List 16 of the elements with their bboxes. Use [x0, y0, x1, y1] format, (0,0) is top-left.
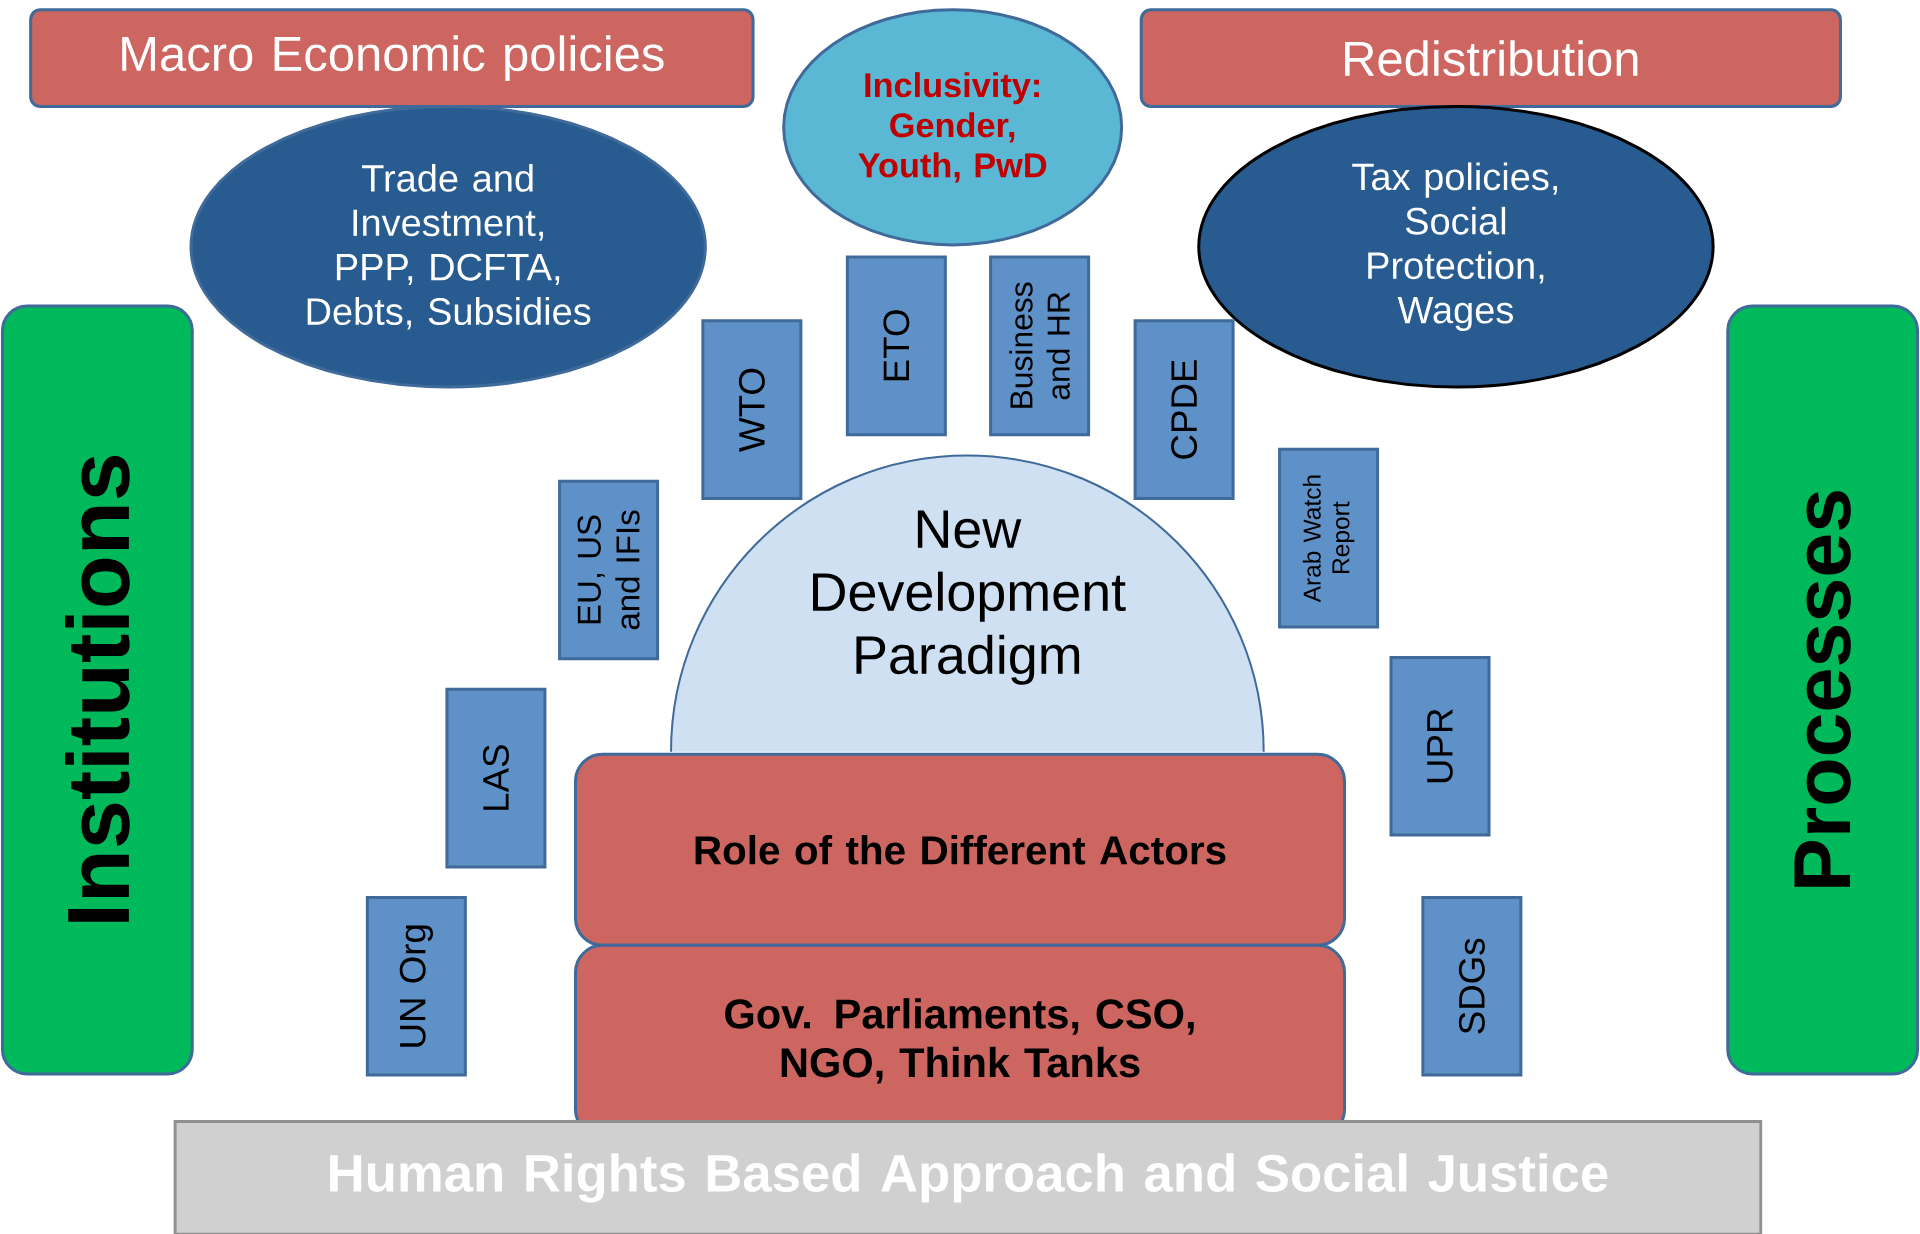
policy-banner: Redistribution: [1139, 8, 1842, 108]
label-box: CPDE: [1133, 319, 1235, 500]
label-box: Business and HR: [989, 255, 1091, 437]
label-box: EU, US and IFIs: [558, 479, 660, 661]
label-box: WTO: [701, 319, 803, 500]
label-box: ETO: [845, 255, 947, 437]
label-box: Arab Watch Report: [1278, 447, 1380, 629]
pillar-box: Institutions: [0, 304, 194, 1076]
label-box: UPR: [1389, 655, 1491, 837]
actor-box: Role of the Different Actors: [574, 752, 1346, 947]
label-box: UN Org: [365, 895, 467, 1077]
label-box: SDGs: [1421, 895, 1523, 1077]
label-box: LAS: [445, 687, 547, 869]
actor-box: Gov. Parliaments, CSO, NGO, Think Tanks: [574, 943, 1346, 1138]
pillar-box: Processes: [1726, 304, 1920, 1076]
policy-banner: Macro Economic policies: [29, 8, 755, 108]
